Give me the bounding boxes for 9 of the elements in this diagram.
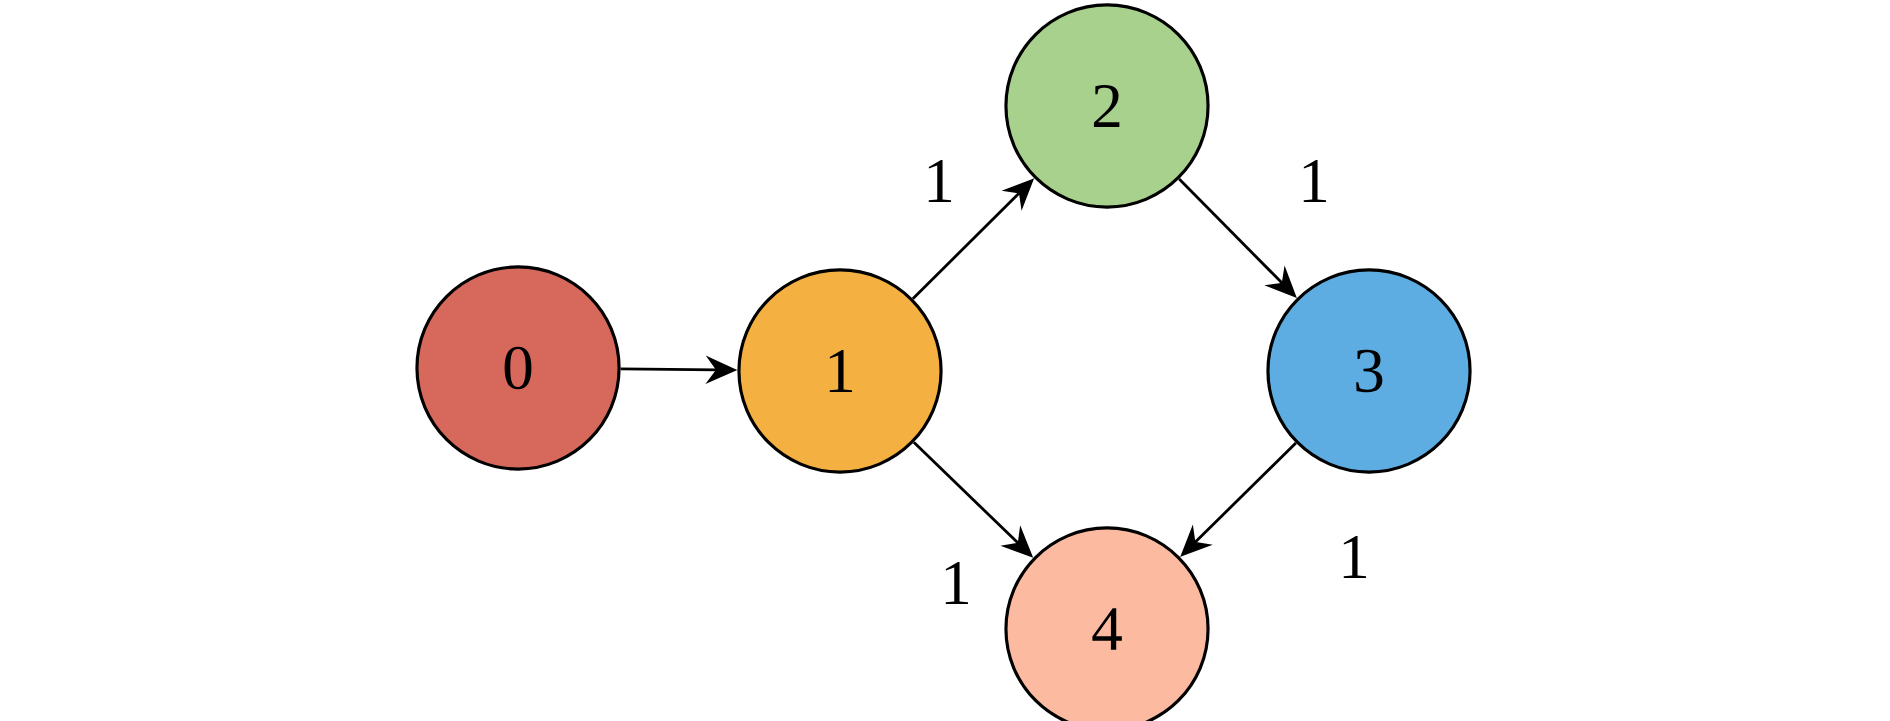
edge-label: 1 — [1303, 160, 1327, 202]
edge-label: 1 — [945, 562, 969, 604]
edge-label: 1 — [1343, 536, 1367, 578]
circle-node: 1 — [737, 268, 943, 474]
edge-label: 1 — [928, 160, 952, 202]
circle-node: 4 — [1004, 526, 1210, 721]
circle-node: 2 — [1004, 3, 1210, 209]
circle-node: 3 — [1266, 268, 1472, 474]
circle-node: 0 — [415, 265, 621, 471]
